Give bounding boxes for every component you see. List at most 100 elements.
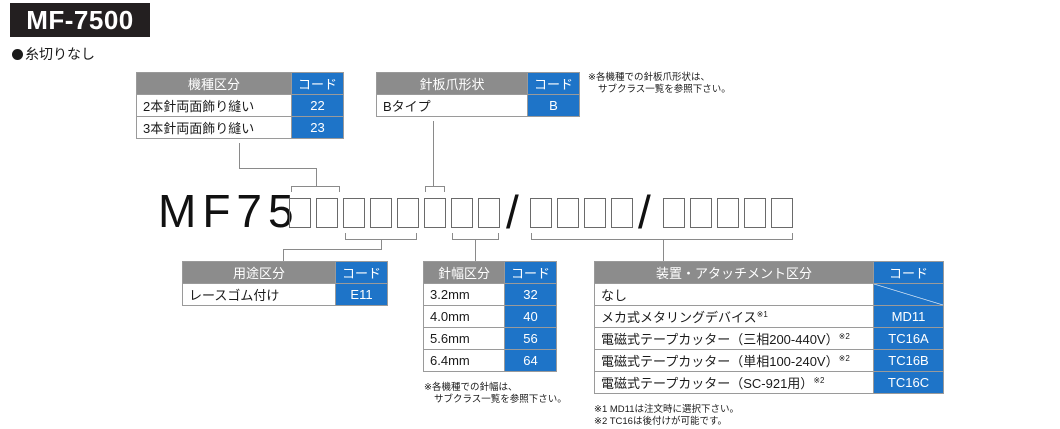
bullet-icon (12, 49, 23, 60)
connector-line (291, 186, 340, 187)
device-table: 装置・アタッチメント区分 コード なし メカ式メタリングデバイス※1 MD11 … (594, 261, 944, 394)
note-line: ※1 MD11は注文時に選択下さい。 (594, 404, 740, 415)
model-badge: MF-7500 (10, 3, 150, 37)
connector-line (239, 143, 240, 168)
connector-line (433, 121, 434, 186)
device-label-cell: メカ式メタリングデバイス※1 (594, 305, 874, 328)
device-code-header: コード (873, 261, 944, 284)
subtitle: 糸切りなし (12, 44, 95, 64)
device-footnote-mark: ※2 (838, 332, 850, 341)
table-row: 3本針両面飾り縫い 23 (136, 116, 345, 139)
connector-line (425, 186, 445, 187)
code-slot (584, 198, 606, 228)
table-row: 6.4mm 64 (423, 349, 558, 372)
needle-gauge-code: 56 (503, 327, 558, 350)
model-prefix: MF75 (158, 185, 300, 237)
device-label-cell: 電磁式テープカッター（単相100-240V）※2 (594, 349, 874, 372)
application-label: レースゴム付け (182, 283, 336, 306)
needle-plate-label: Bタイプ (376, 94, 528, 117)
connector-line (663, 239, 664, 261)
separator: / (638, 186, 651, 238)
note-line: ※2 TC16は後付けが可能です。 (594, 416, 727, 427)
machine-type-label: 2本針両面飾り縫い (136, 94, 292, 117)
device-label-cell: 電磁式テープカッター（SC-921用）※2 (594, 371, 874, 394)
connector-line (381, 239, 382, 249)
needle-plate-code: B (526, 94, 581, 117)
table-row: 3.2mm 32 (423, 283, 558, 306)
device-label: 電磁式テープカッター（三相200-440V） (601, 332, 839, 347)
connector-line (531, 233, 532, 239)
connector-line (425, 186, 426, 192)
code-slot (343, 198, 365, 228)
table-row: 4.0mm 40 (423, 305, 558, 328)
machine-type-code-header: コード (290, 72, 345, 95)
connector-line (239, 168, 316, 169)
machine-type-header: 機種区分 (136, 72, 292, 95)
table-row: 電磁式テープカッター（単相100-240V）※2 TC16B (594, 349, 944, 372)
needle-gauge-code: 64 (503, 349, 558, 372)
device-code: TC16B (873, 349, 944, 372)
code-slot (744, 198, 766, 228)
code-slot (316, 198, 338, 228)
note-line: サブクラス一覧を参照下さい。 (598, 84, 731, 95)
application-table: 用途区分 コード レースゴム付け E11 (182, 261, 389, 306)
device-label: メカ式メタリングデバイス (601, 310, 757, 325)
connector-line (475, 239, 476, 261)
code-slot (397, 198, 419, 228)
connector-line (345, 233, 346, 239)
connector-line (531, 239, 793, 240)
device-code: TC16A (873, 327, 944, 350)
code-slot (289, 198, 311, 228)
connector-line (444, 186, 445, 192)
device-footnote-mark: ※1 (756, 310, 768, 319)
device-label: 電磁式テープカッター（SC-921用） (601, 376, 814, 391)
connector-line (416, 233, 417, 239)
subtitle-text: 糸切りなし (25, 46, 95, 62)
connector-line (498, 233, 499, 239)
table-row: 電磁式テープカッター（SC-921用）※2 TC16C (594, 371, 944, 394)
needle-gauge-table: 針幅区分 コード 3.2mm 32 4.0mm 40 5.6mm 56 6.4m… (423, 261, 558, 372)
device-footnote-mark: ※2 (838, 354, 850, 363)
needle-gauge-label: 4.0mm (423, 305, 505, 328)
needle-plate-note: ※各機種での針板爪形状は、 サブクラス一覧を参照下さい。 (588, 72, 731, 96)
code-slot (690, 198, 712, 228)
device-label-cell: 電磁式テープカッター（三相200-440V）※2 (594, 327, 874, 350)
table-row: メカ式メタリングデバイス※1 MD11 (594, 305, 944, 328)
table-row: レースゴム付け E11 (182, 283, 389, 306)
note-line: ※各機種での針幅は、 (424, 382, 518, 393)
table-row: 電磁式テープカッター（三相200-440V）※2 TC16A (594, 327, 944, 350)
code-slot (424, 198, 446, 228)
code-slot (611, 198, 633, 228)
device-code-empty (873, 283, 944, 306)
connector-line (339, 186, 340, 192)
device-label: 電磁式テープカッター（単相100-240V） (601, 354, 839, 369)
needle-gauge-label: 5.6mm (423, 327, 505, 350)
needle-gauge-label: 6.4mm (423, 349, 505, 372)
connector-line (283, 249, 284, 261)
needle-gauge-code: 40 (503, 305, 558, 328)
machine-type-label: 3本針両面飾り縫い (136, 116, 292, 139)
code-slot (478, 198, 500, 228)
machine-type-table: 機種区分 コード 2本針両面飾り縫い 22 3本針両面飾り縫い 23 (136, 72, 345, 139)
connector-line (283, 249, 382, 250)
connector-line (291, 186, 292, 192)
table-row: なし (594, 283, 944, 306)
device-note: ※1 MD11は注文時に選択下さい。 ※2 TC16は後付けが可能です。 (594, 404, 739, 428)
code-slot (557, 198, 579, 228)
application-code: E11 (334, 283, 389, 306)
note-line: サブクラス一覧を参照下さい。 (434, 394, 567, 405)
connector-line (792, 233, 793, 239)
needle-gauge-header: 針幅区分 (423, 261, 505, 284)
application-code-header: コード (334, 261, 389, 284)
code-slot (717, 198, 739, 228)
device-header: 装置・アタッチメント区分 (594, 261, 874, 284)
connector-line (316, 168, 317, 186)
needle-gauge-code-header: コード (503, 261, 558, 284)
note-line: ※各機種での針板爪形状は、 (588, 72, 710, 83)
code-slot (451, 198, 473, 228)
needle-plate-header: 針板爪形状 (376, 72, 528, 95)
table-row: 5.6mm 56 (423, 327, 558, 350)
application-header: 用途区分 (182, 261, 336, 284)
code-slot (370, 198, 392, 228)
table-row: 2本針両面飾り縫い 22 (136, 94, 345, 117)
